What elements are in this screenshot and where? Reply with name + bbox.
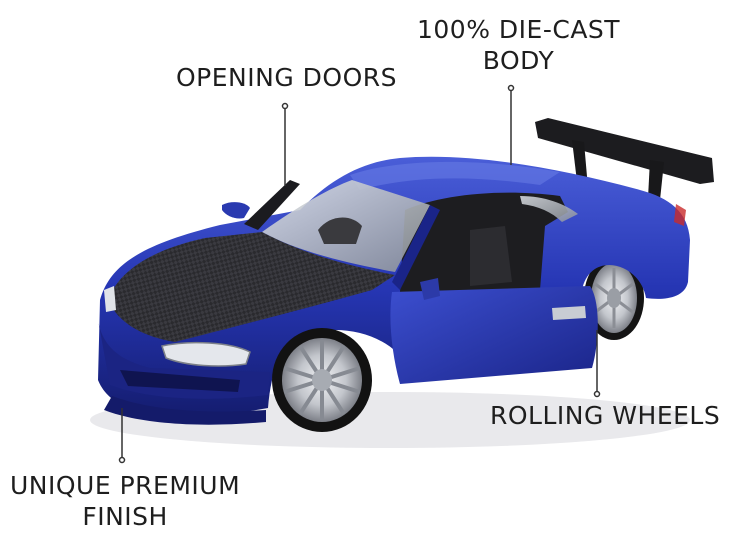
callout-leaders xyxy=(118,84,601,464)
callout-die-cast-line-2: BODY xyxy=(482,46,555,75)
rear-wheel xyxy=(584,256,644,340)
callout-opening-doors: OPENING DOORS xyxy=(176,62,397,93)
callout-premium-finish: UNIQUE PREMIUM FINISH xyxy=(10,470,240,532)
front-wheel xyxy=(272,328,372,432)
headlight xyxy=(161,341,251,367)
callout-die-cast-line-1: 100% DIE-CAST xyxy=(417,15,621,44)
callout-rolling-wheels: ROLLING WHEELS xyxy=(490,400,720,431)
open-door-left xyxy=(222,180,300,230)
callout-opening-doors-line: OPENING DOORS xyxy=(176,63,397,92)
callout-die-cast-body: 100% DIE-CAST BODY xyxy=(417,14,620,76)
open-door-right xyxy=(390,278,598,384)
callout-premium-finish-line-1: UNIQUE PREMIUM xyxy=(10,471,241,500)
callout-rolling-wheels-line: ROLLING WHEELS xyxy=(490,401,721,430)
carbon-hood xyxy=(108,232,395,342)
callout-premium-finish-line-2: FINISH xyxy=(82,502,168,531)
